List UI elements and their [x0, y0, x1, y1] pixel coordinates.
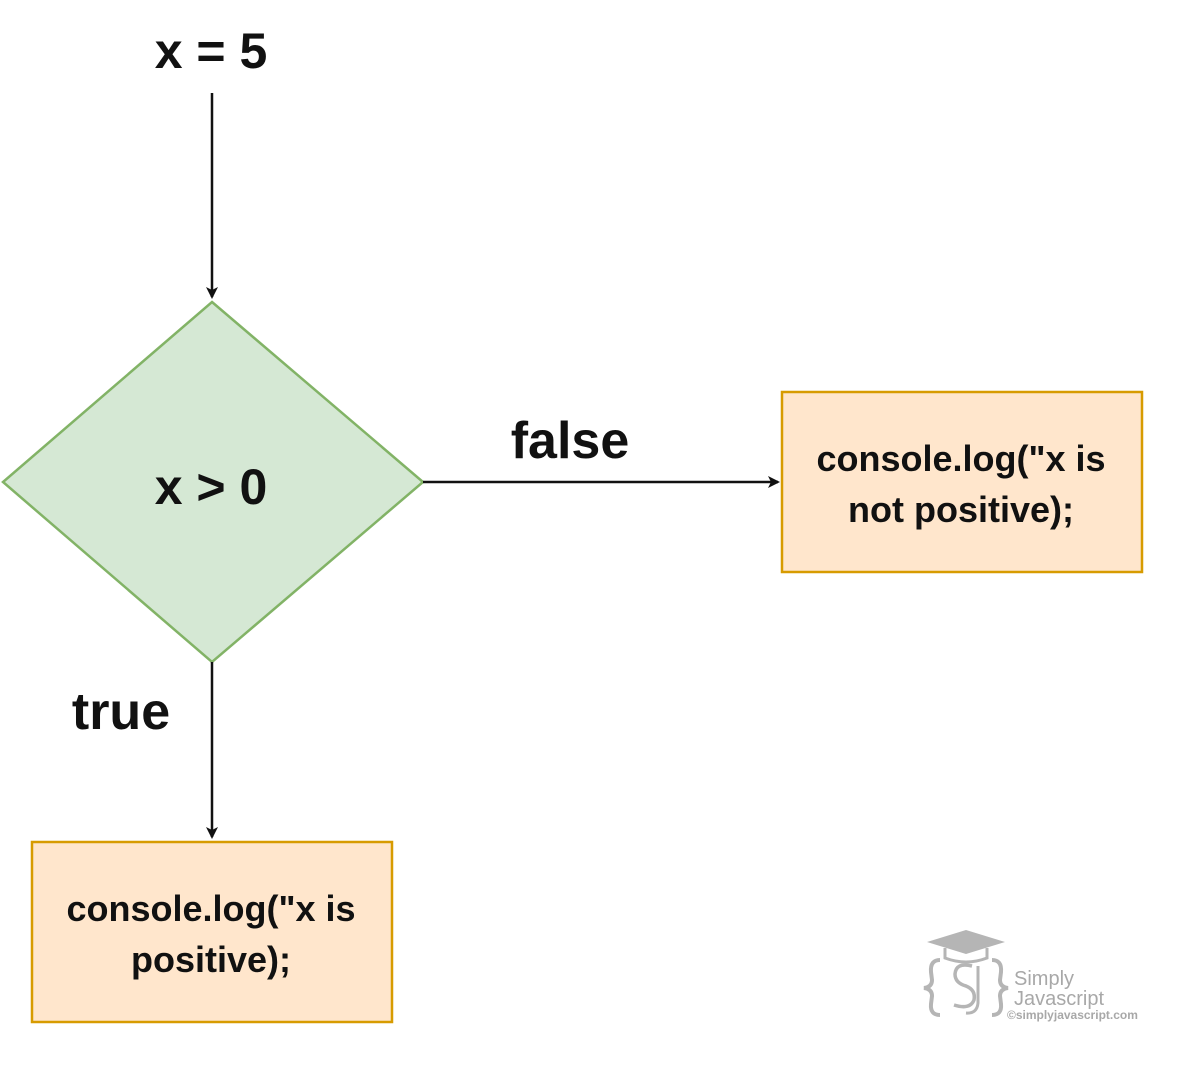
decision-condition: x > 0 [155, 459, 268, 515]
graduation-cap-braces-logo-icon [923, 930, 1009, 1017]
true-result-box [30, 840, 394, 1024]
watermark-logo: Simply Javascript ©simplyjavascript.com [923, 930, 1138, 1022]
start-label: x = 5 [155, 23, 268, 79]
false-result-line1: console.log("x is [816, 438, 1105, 479]
false-result-line2: not positive); [848, 489, 1074, 530]
watermark-brand-line2: Javascript [1014, 988, 1104, 1010]
watermark-site: ©simplyjavascript.com [1007, 1008, 1138, 1022]
true-result-line1: console.log("x is [66, 888, 355, 929]
false-branch-label: false [511, 412, 630, 470]
watermark-brand-line1: Simply [1014, 968, 1074, 990]
false-result-box [780, 390, 1144, 574]
true-branch-label: true [72, 683, 170, 741]
true-result-line2: positive); [131, 939, 291, 980]
